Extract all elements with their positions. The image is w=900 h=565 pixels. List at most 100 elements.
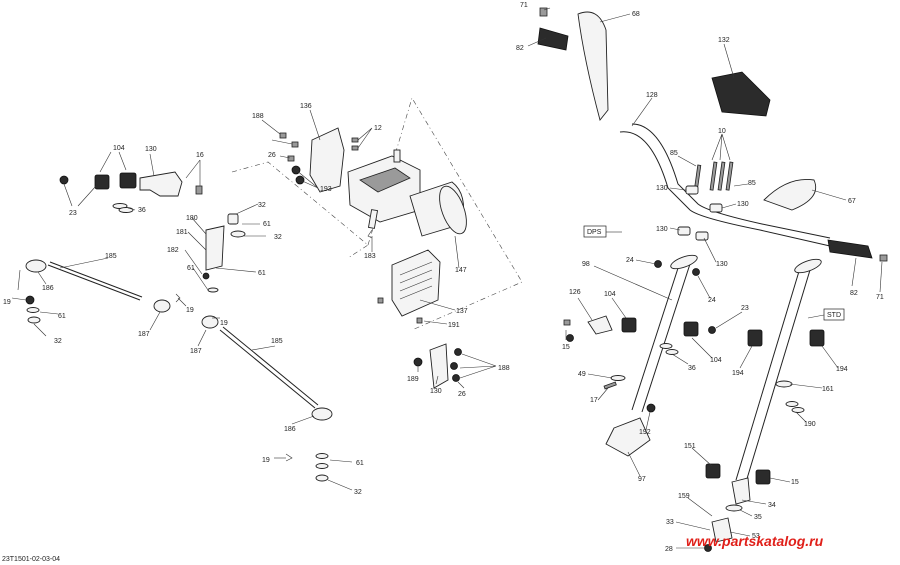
leader-61-bottom xyxy=(329,459,353,463)
leader-121 xyxy=(577,297,593,321)
callout-16: 16 xyxy=(196,152,204,159)
shield-rib xyxy=(399,285,433,300)
callout-82: 82 xyxy=(516,45,524,52)
callout-194: 194 xyxy=(836,366,848,373)
std-label-leader xyxy=(807,314,825,319)
callout-186: 186 xyxy=(284,426,296,433)
mirror-right-part xyxy=(763,178,817,211)
clamp-part xyxy=(747,329,763,347)
tie-rod-lower xyxy=(201,315,333,482)
cotter-pin-part xyxy=(175,293,181,303)
diagram-code: 23T1501-02-03-04 xyxy=(2,556,60,563)
bolt-part xyxy=(563,319,571,326)
heat-shield-assembly xyxy=(377,249,441,324)
column-tube xyxy=(631,261,681,411)
output-shaft-part xyxy=(367,209,379,229)
callout-32: 32 xyxy=(274,234,282,241)
column-tube xyxy=(745,269,811,483)
callout-61: 61 xyxy=(258,270,266,277)
watermark: www.partskatalog.ru xyxy=(686,533,824,549)
washer-part xyxy=(610,375,626,381)
callout-137: 137 xyxy=(456,308,468,315)
callout-98: 98 xyxy=(582,261,590,268)
leader-104-mid xyxy=(611,297,627,319)
bracket-assembly-left xyxy=(59,171,203,213)
leader-190 xyxy=(795,411,807,423)
callout-181: 181 xyxy=(176,229,188,236)
tie-rod-upper xyxy=(25,259,181,324)
nut-part xyxy=(692,268,700,276)
leader-187-upper xyxy=(149,311,161,331)
support-bracket-part xyxy=(139,171,183,197)
callout-53: 53 xyxy=(752,533,760,540)
handlebar-assembly xyxy=(537,7,888,262)
bolt-part xyxy=(377,297,384,304)
callout-19: 19 xyxy=(186,307,194,314)
callout-12: 12 xyxy=(374,125,382,132)
callout-35: 35 xyxy=(754,514,762,521)
bolt-part xyxy=(709,161,718,191)
bolt-part xyxy=(291,141,299,148)
callout-34: 34 xyxy=(768,502,776,509)
callout-97: 97 xyxy=(638,476,646,483)
nut-part xyxy=(59,175,69,185)
leader-32-top xyxy=(235,203,259,215)
leader-71-right xyxy=(879,261,883,293)
upper-bracket-assembly xyxy=(279,127,359,193)
leader-136 xyxy=(309,109,321,141)
leader-82-top xyxy=(527,37,547,47)
leader-61-left xyxy=(39,311,59,315)
nut-part xyxy=(450,362,458,370)
leader-32-left xyxy=(33,323,47,337)
callout-85: 85 xyxy=(670,150,678,157)
callout-147: 147 xyxy=(455,267,467,274)
clamp-part xyxy=(94,174,110,190)
nut-part xyxy=(202,272,210,280)
tie-rod-end-part xyxy=(201,315,219,329)
callout-15: 15 xyxy=(791,479,799,486)
leader-186-left xyxy=(37,271,47,285)
callout-71: 71 xyxy=(520,2,528,9)
callout-104: 104 xyxy=(113,145,125,152)
leader-17 xyxy=(597,387,609,401)
shield-rib xyxy=(399,261,433,276)
leader-181 xyxy=(187,231,207,251)
callout-136: 136 xyxy=(300,103,312,110)
callout-151: 151 xyxy=(684,443,696,450)
mirror-left-part xyxy=(577,11,609,121)
bolt-part xyxy=(416,317,423,324)
callout-104: 104 xyxy=(604,291,616,298)
callout-104: 104 xyxy=(710,357,722,364)
callout-33: 33 xyxy=(666,519,674,526)
pitman-arm-assembly xyxy=(202,213,246,293)
motor-endcap-part xyxy=(439,185,467,235)
leader-187-lower xyxy=(197,329,207,347)
leader-61-pitman xyxy=(192,267,209,291)
cotter-pin-part xyxy=(285,453,293,462)
washer-part xyxy=(791,407,805,413)
callout-186: 186 xyxy=(42,285,54,292)
callout-192: 192 xyxy=(639,429,651,436)
leader-188-bottom xyxy=(459,353,497,379)
leader-192 xyxy=(645,411,651,431)
leader-161 xyxy=(789,383,823,389)
bolt-part xyxy=(717,161,726,191)
leader-33 xyxy=(675,521,711,531)
clamp-cap-part xyxy=(709,203,723,213)
tie-rod-shaft xyxy=(47,264,141,301)
leader-35 xyxy=(739,509,753,517)
callout-185: 185 xyxy=(271,338,283,345)
callout-191: 191 xyxy=(448,322,460,329)
leader-126 xyxy=(631,97,653,127)
callout-28: 28 xyxy=(665,546,673,553)
grip-left-part xyxy=(537,27,569,51)
column-tube xyxy=(735,267,801,481)
callout-130: 130 xyxy=(737,201,749,208)
nut-part xyxy=(315,474,329,482)
callout-36: 36 xyxy=(688,365,696,372)
bar-end-part xyxy=(879,254,888,262)
leader-193 xyxy=(295,169,319,189)
callout-61: 61 xyxy=(58,313,66,320)
callout-61: 61 xyxy=(187,265,195,272)
leader-32-bottom xyxy=(327,479,353,491)
